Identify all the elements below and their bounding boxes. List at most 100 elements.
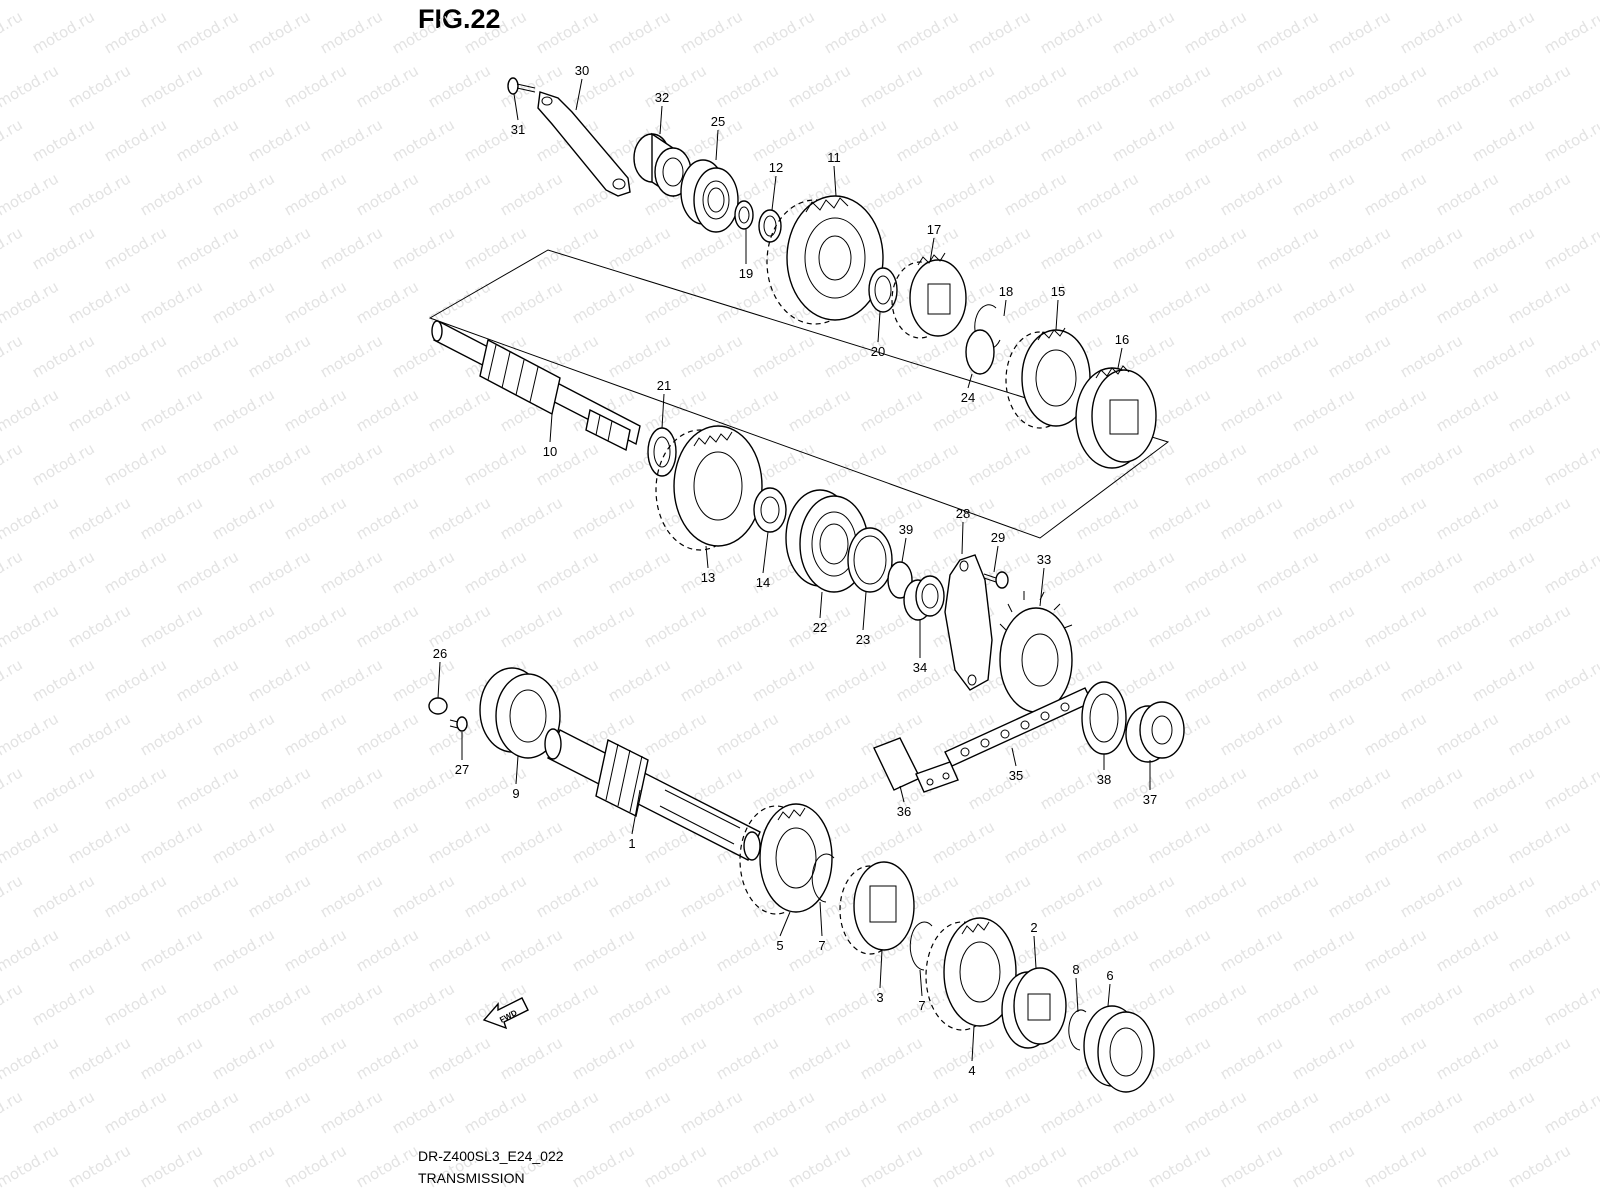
watermark-text: motod.ru bbox=[29, 7, 98, 57]
watermark-text: motod.ru bbox=[1289, 277, 1358, 327]
watermark-text: motod.ru bbox=[749, 1087, 818, 1137]
watermark-text: motod.ru bbox=[965, 763, 1034, 813]
callout-39: 39 bbox=[899, 522, 913, 537]
watermark-text: motod.ru bbox=[353, 1033, 422, 1083]
watermark-text: motod.ru bbox=[389, 547, 458, 597]
watermark-text: motod.ru bbox=[497, 0, 566, 3]
callout-14: 14 bbox=[756, 575, 770, 590]
watermark-text: motod.ru bbox=[0, 0, 62, 3]
callout-leader-8 bbox=[1075, 977, 1079, 1013]
watermark-text: motod.ru bbox=[1037, 1087, 1106, 1137]
watermark-text: motod.ru bbox=[389, 871, 458, 921]
watermark-text: motod.ru bbox=[1145, 1033, 1214, 1083]
callout-12: 12 bbox=[769, 160, 783, 175]
gear-3 bbox=[839, 861, 915, 955]
watermark-text: motod.ru bbox=[1145, 817, 1214, 867]
watermark-text: motod.ru bbox=[209, 1033, 278, 1083]
watermark-text: motod.ru bbox=[1253, 655, 1322, 705]
watermark-text: motod.ru bbox=[389, 763, 458, 813]
watermark-text: motod.ru bbox=[1109, 547, 1178, 597]
watermark-text: motod.ru bbox=[929, 169, 998, 219]
watermark-text: motod.ru bbox=[821, 7, 890, 57]
watermark-text: motod.ru bbox=[425, 169, 494, 219]
watermark-text: motod.ru bbox=[1325, 7, 1394, 57]
watermark-text: motod.ru bbox=[1397, 763, 1466, 813]
watermark-text: motod.ru bbox=[317, 331, 386, 381]
watermark-text: motod.ru bbox=[389, 439, 458, 489]
watermark-text: motod.ru bbox=[605, 655, 674, 705]
watermark-text: motod.ru bbox=[1361, 1033, 1430, 1083]
watermark-text: motod.ru bbox=[677, 979, 746, 1029]
callout-leader-17 bbox=[929, 237, 935, 263]
shaft-1 bbox=[544, 728, 761, 861]
watermark-text: motod.ru bbox=[137, 709, 206, 759]
watermark-text: motod.ru bbox=[0, 1033, 62, 1083]
watermark-text: motod.ru bbox=[245, 763, 314, 813]
watermark-text: motod.ru bbox=[1217, 1033, 1286, 1083]
watermark-text: motod.ru bbox=[677, 871, 746, 921]
watermark-text: motod.ru bbox=[1289, 817, 1358, 867]
watermark-text: motod.ru bbox=[1433, 1141, 1502, 1191]
watermark-text: motod.ru bbox=[1541, 763, 1600, 813]
watermark-text: motod.ru bbox=[1469, 763, 1538, 813]
callout-27: 27 bbox=[455, 762, 469, 777]
watermark-text: motod.ru bbox=[965, 115, 1034, 165]
watermark-text: motod.ru bbox=[1181, 979, 1250, 1029]
watermark-text: motod.ru bbox=[461, 439, 530, 489]
watermark-text: motod.ru bbox=[101, 547, 170, 597]
watermark-text: motod.ru bbox=[497, 277, 566, 327]
watermark-text: motod.ru bbox=[353, 61, 422, 111]
callout-18: 18 bbox=[999, 284, 1013, 299]
callout-leader-35 bbox=[1011, 747, 1017, 767]
watermark-text: motod.ru bbox=[65, 169, 134, 219]
watermark-text: motod.ru bbox=[425, 61, 494, 111]
watermark-text: motod.ru bbox=[29, 547, 98, 597]
callout-32: 32 bbox=[655, 90, 669, 105]
watermark-text: motod.ru bbox=[965, 223, 1034, 273]
watermark-text: motod.ru bbox=[1397, 1087, 1466, 1137]
bushing-14 bbox=[753, 487, 787, 533]
watermark-text: motod.ru bbox=[0, 277, 62, 327]
watermark-text: motod.ru bbox=[965, 1087, 1034, 1137]
watermark-text: motod.ru bbox=[1433, 601, 1502, 651]
watermark-text: motod.ru bbox=[1505, 925, 1574, 975]
plate-28 bbox=[944, 554, 993, 691]
watermark-text: motod.ru bbox=[1217, 277, 1286, 327]
callout-leader-4 bbox=[971, 1025, 975, 1062]
watermark-text: motod.ru bbox=[1037, 7, 1106, 57]
watermark-text: motod.ru bbox=[497, 925, 566, 975]
watermark-text: motod.ru bbox=[281, 0, 350, 3]
watermark-text: motod.ru bbox=[1253, 871, 1322, 921]
callout-19: 19 bbox=[739, 266, 753, 281]
watermark-text: motod.ru bbox=[1037, 115, 1106, 165]
watermark-text: motod.ru bbox=[965, 871, 1034, 921]
watermark-text: motod.ru bbox=[317, 547, 386, 597]
watermark-text: motod.ru bbox=[713, 601, 782, 651]
washer-20 bbox=[868, 267, 898, 313]
watermark-text: motod.ru bbox=[1253, 979, 1322, 1029]
watermark-text: motod.ru bbox=[281, 493, 350, 543]
watermark-text: motod.ru bbox=[1541, 331, 1600, 381]
watermark-text: motod.ru bbox=[605, 1087, 674, 1137]
callout-leader-22 bbox=[819, 591, 823, 619]
watermark-text: motod.ru bbox=[1109, 871, 1178, 921]
watermark-text: motod.ru bbox=[389, 979, 458, 1029]
watermark-text: motod.ru bbox=[677, 655, 746, 705]
watermark-text: motod.ru bbox=[1289, 169, 1358, 219]
watermark-text: motod.ru bbox=[1505, 169, 1574, 219]
callout-5: 5 bbox=[776, 938, 783, 953]
watermark-text: motod.ru bbox=[1505, 817, 1574, 867]
watermark-text: motod.ru bbox=[389, 115, 458, 165]
callout-leader-16 bbox=[1117, 347, 1123, 369]
watermark-text: motod.ru bbox=[857, 0, 926, 3]
callout-leader-1 bbox=[631, 789, 641, 835]
watermark-text: motod.ru bbox=[1181, 115, 1250, 165]
callout-11: 11 bbox=[827, 150, 841, 165]
watermark-text: motod.ru bbox=[641, 709, 710, 759]
watermark-text: motod.ru bbox=[245, 331, 314, 381]
watermark-text: motod.ru bbox=[1397, 7, 1466, 57]
watermark-text: motod.ru bbox=[0, 763, 26, 813]
watermark-text: motod.ru bbox=[641, 925, 710, 975]
watermark-text: motod.ru bbox=[1253, 1087, 1322, 1137]
watermark-text: motod.ru bbox=[1289, 0, 1358, 3]
